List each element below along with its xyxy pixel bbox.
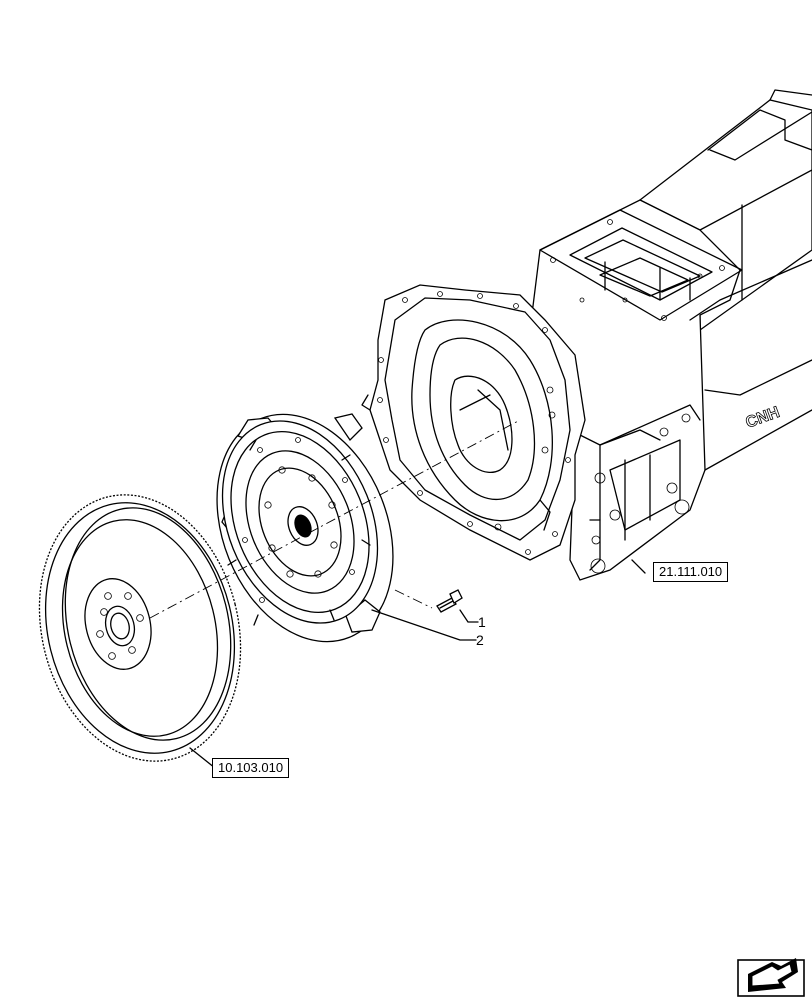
housing-marking: CNH: [744, 404, 782, 432]
bolt: [436, 589, 463, 613]
clutch-assembly: [216, 413, 394, 643]
assembly-centerline: [149, 419, 521, 619]
callout-1: 1: [478, 614, 486, 630]
callout-1-leader: [459, 609, 479, 623]
callout-2-leader: [371, 609, 477, 641]
housing-reference-box[interactable]: 21.111.010: [653, 562, 729, 582]
callout-2: 2: [476, 632, 484, 648]
bolt-centerline: [394, 589, 433, 609]
next-page-arrow-icon[interactable]: [737, 958, 805, 997]
housing-leader: [631, 559, 646, 574]
transmission-housing: CNH: [361, 89, 812, 581]
flywheel: [38, 494, 242, 762]
flywheel-leader: [189, 747, 216, 769]
flywheel-reference-box[interactable]: 10.103.010: [212, 758, 290, 778]
